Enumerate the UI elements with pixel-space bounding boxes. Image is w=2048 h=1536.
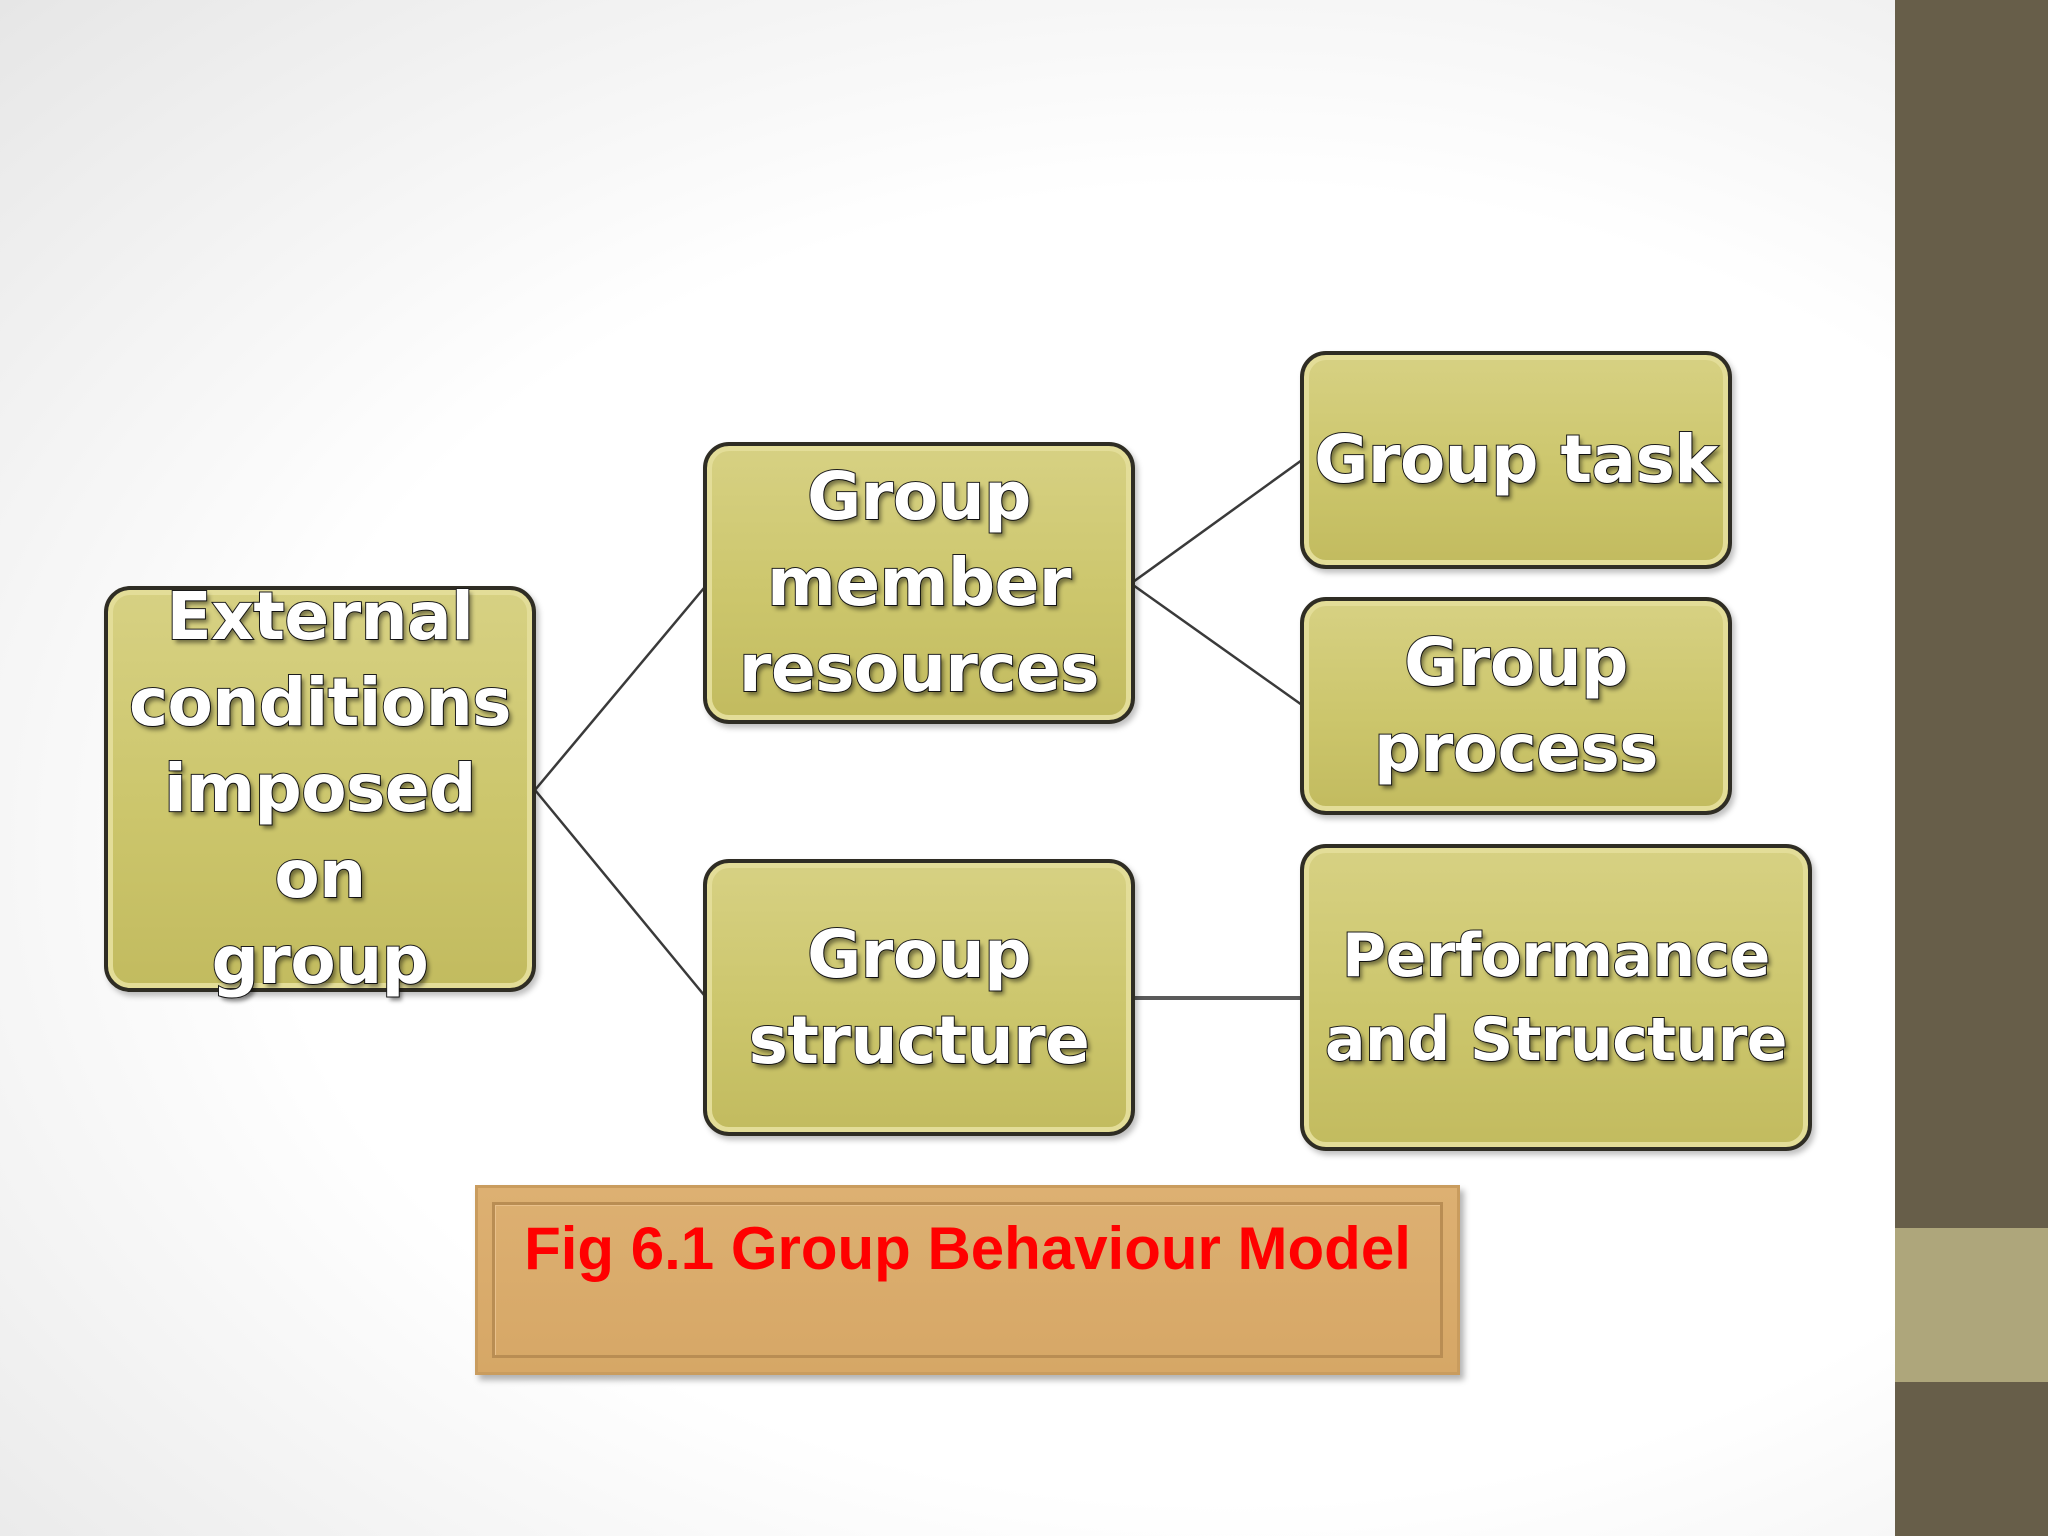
figure-caption: Fig 6.1 Group Behaviour Model <box>524 1215 1411 1282</box>
node-group-member-resources: Group member resources <box>703 442 1135 724</box>
edge-external-to-member-resources <box>534 587 705 791</box>
sidebar-bottom-block <box>1895 1382 2048 1536</box>
node-group-structure: Group structure <box>703 859 1135 1136</box>
sidebar-top-block <box>1895 0 2048 1228</box>
node-group-member-resources-label: Group member resources <box>738 457 1101 708</box>
node-group-structure-label: Group structure <box>748 915 1091 1080</box>
node-group-process: Group process <box>1300 597 1732 815</box>
sidebar-accent-block <box>1895 1228 2048 1382</box>
node-external-conditions-label: External conditions imposed on group <box>128 577 513 1000</box>
node-group-task-label: Group task <box>1313 420 1719 499</box>
node-group-process-label: Group process <box>1373 623 1660 788</box>
edge-member-resources-to-process <box>1132 583 1303 707</box>
edge-member-resources-to-task <box>1132 458 1303 584</box>
node-performance-and-structure: Performance and Structure <box>1300 844 1812 1151</box>
decorative-sidebar <box>1895 0 2048 1536</box>
connector-lines <box>534 458 1303 1000</box>
node-performance-and-structure-label: Performance and Structure <box>1324 920 1789 1076</box>
node-group-task: Group task <box>1300 351 1732 569</box>
node-external-conditions: External conditions imposed on group <box>104 577 536 1000</box>
edge-external-to-structure <box>534 789 705 996</box>
figure-caption-box: Fig 6.1 Group Behaviour Model <box>475 1185 1460 1375</box>
figure-caption-frame <box>492 1202 1443 1358</box>
slide-canvas: External conditions imposed on group Gro… <box>104 351 1812 1375</box>
